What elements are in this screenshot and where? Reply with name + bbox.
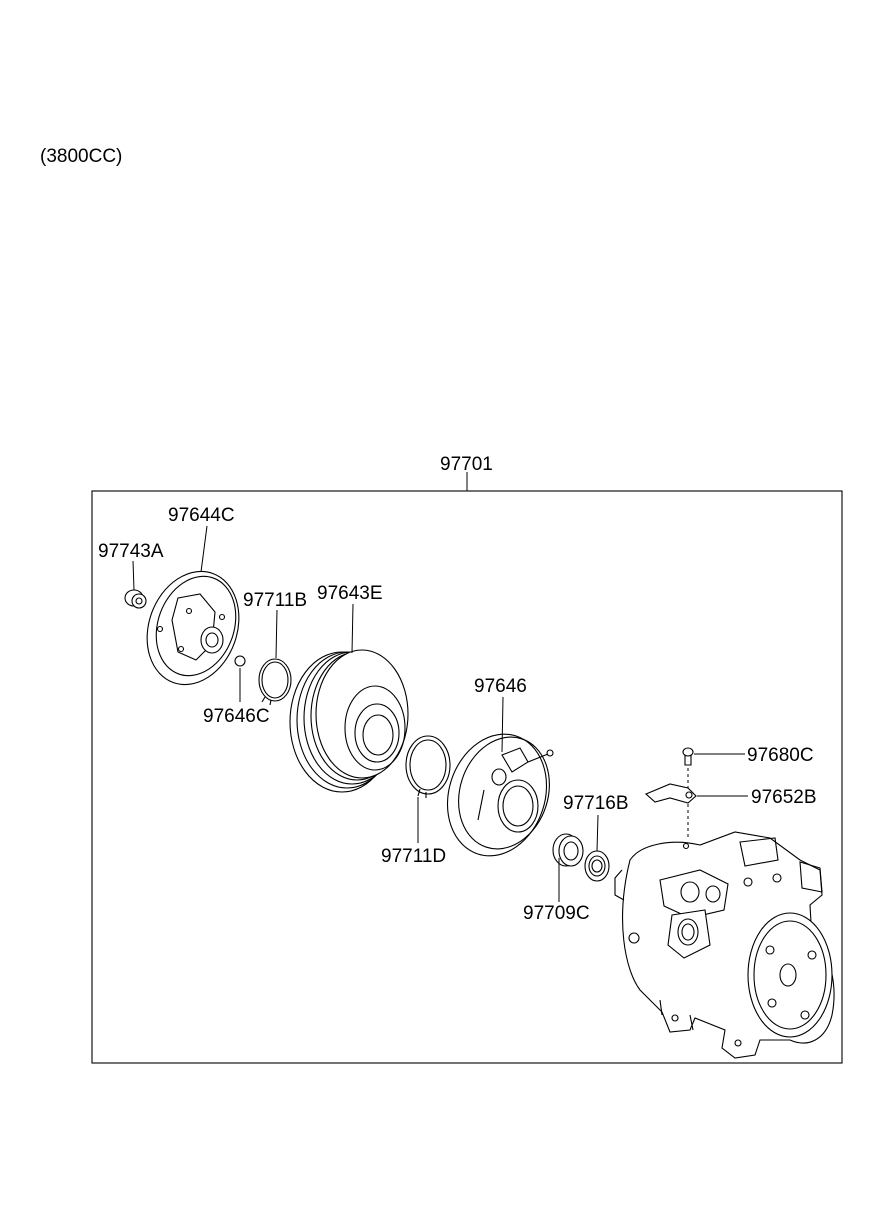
shaft-seal-part: [584, 850, 610, 882]
callout-97646: 97646: [474, 676, 527, 697]
pulley-part: [289, 649, 409, 793]
callout-97716B: 97716B: [563, 793, 629, 814]
clutch-hub-part: [146, 570, 240, 686]
snap-ring-front-part: [258, 658, 292, 706]
compressor-body-part: [614, 831, 835, 1059]
callout-97652B: 97652B: [751, 787, 817, 808]
callout-97711B: 97711B: [243, 590, 307, 611]
leader-97644C: [200, 525, 208, 573]
bearing-part: [552, 833, 584, 867]
shim-part: [234, 655, 246, 667]
callout-97643E: 97643E: [317, 583, 383, 604]
callout-97743A: 97743A: [98, 541, 164, 562]
callout-97644C: 97644C: [168, 505, 235, 526]
leader-97716B: [596, 814, 599, 852]
assembly-part-number: 97701: [440, 454, 493, 475]
leader-97643E: [351, 603, 354, 654]
snap-ring-rear-part: [405, 735, 451, 798]
leader-97711B: [275, 609, 278, 659]
screw-part: [682, 747, 694, 840]
nut-part: [124, 589, 147, 609]
callout-97646C: 97646C: [203, 706, 270, 727]
leader-97743A: [132, 560, 135, 591]
callout-97680C: 97680C: [747, 745, 814, 766]
field-coil-part: [446, 733, 554, 857]
callout-97709C: 97709C: [523, 903, 590, 924]
callout-97711D: 97711D: [381, 846, 446, 867]
leader-97646: [501, 696, 504, 753]
bracket-part: [644, 783, 697, 804]
engine-variant-label: (3800CC): [40, 146, 123, 167]
